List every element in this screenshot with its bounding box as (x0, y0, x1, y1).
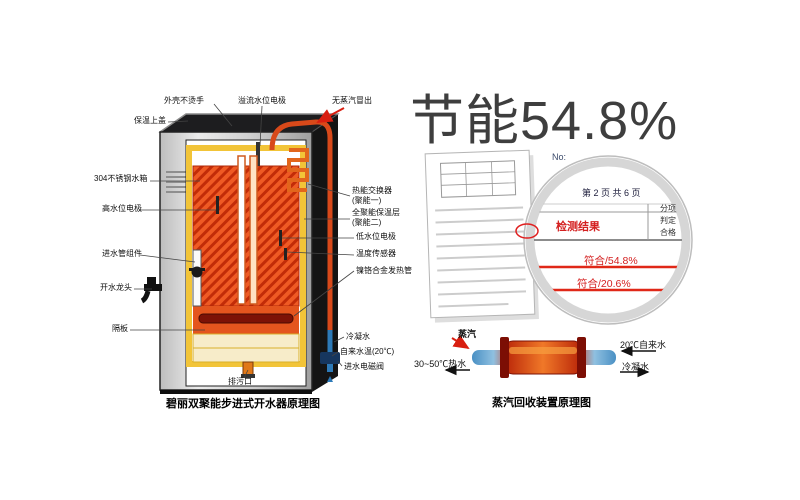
label-insulation-line2: (聚能二) (352, 218, 382, 227)
label-partition: 隔板 (112, 324, 128, 333)
coil-graphic (287, 148, 309, 192)
exchanger-graphic (444, 334, 656, 378)
high-electrode-graphic (216, 196, 219, 214)
report-page-label: 第 2 页 共 6 页 (582, 188, 641, 198)
report-column-2: 合格 (660, 228, 676, 237)
heating-tube-graphic (198, 313, 294, 324)
report-result-title: 检测结果 (556, 221, 600, 233)
highlight-ellipse (515, 223, 539, 239)
report-column-0: 分项 (660, 204, 676, 213)
exchanger-tap-water-label: 20℃自来水 (620, 340, 667, 350)
temp-sensor-graphic (284, 248, 287, 260)
exchanger-condensate-label: 冷凝水 (622, 362, 650, 372)
label-overflow-electrode: 溢流水位电极 (238, 96, 286, 105)
label-inlet-assembly: 进水管组件 (102, 249, 142, 258)
report-column-1: 判定 (660, 216, 676, 225)
steam-in-arrow (451, 334, 470, 350)
energy-saving-headline: 节能54.8% (410, 91, 679, 151)
boiler-graphic (140, 107, 345, 394)
report-sheet-graphic (424, 149, 539, 323)
label-tap-water-temp: 自来水温(20℃) (340, 347, 395, 356)
label-low-electrode: 低水位电极 (356, 232, 396, 241)
inlet-assembly-graphic (189, 249, 205, 307)
label-top-cover: 保温上盖 (134, 116, 166, 125)
water-tank (192, 165, 300, 307)
exchanger-caption: 蒸汽回收装置原理图 (492, 397, 591, 409)
no-steam-arrow (316, 107, 345, 123)
exchanger-hot-water-label: 30~50℃热水 (414, 359, 467, 369)
report-row-2: 符合/20.6% (577, 278, 631, 290)
label-tap: 开水龙头 (100, 283, 132, 292)
flange-right (577, 337, 586, 378)
label-no-steam: 无蒸汽冒出 (332, 96, 372, 105)
label-heat-exchanger-line1: 热能交换器 (352, 186, 392, 195)
report-columns: 分项 判定 合格 (660, 203, 676, 239)
label-high-electrode: 高水位电极 (102, 204, 142, 213)
leader-lines (130, 103, 355, 379)
report-text-lines (435, 206, 527, 308)
overflow-electrode-graphic (256, 142, 260, 166)
report-doc-no: No: (552, 152, 567, 162)
low-electrode-graphic (279, 230, 282, 246)
label-heat-exchanger: 热能交换器 (聚能一) (352, 186, 392, 206)
exchanger-steam-label: 蒸汽 (458, 329, 477, 339)
report-row-1: 符合/54.8% (584, 255, 638, 267)
label-inlet-valve: 进水电磁阀 (344, 362, 384, 371)
steam-pipe-graphic (269, 119, 333, 330)
label-shell: 外壳不烫手 (164, 96, 204, 105)
label-heating-tube: 镍铬合金发热管 (356, 266, 412, 275)
drain-graphic (242, 361, 254, 377)
magnifier-graphic (515, 155, 693, 325)
label-tank: 304不锈钢水箱 (94, 174, 148, 183)
flange-left (500, 337, 509, 378)
label-insulation: 全聚能保温层 (聚能二) (352, 208, 400, 228)
label-condensate: 冷凝水 (346, 332, 370, 341)
faucet-graphic (140, 277, 162, 304)
label-heat-exchanger-line2: (聚能一) (352, 196, 382, 205)
solenoid-valve-graphic (320, 352, 340, 364)
boiler-caption: 碧丽双聚能步进式开水器原理图 (166, 398, 320, 410)
label-insulation-line1: 全聚能保温层 (352, 208, 400, 217)
label-temp-sensor: 温度传感器 (356, 249, 396, 258)
label-drain: 排污口 (228, 377, 252, 386)
